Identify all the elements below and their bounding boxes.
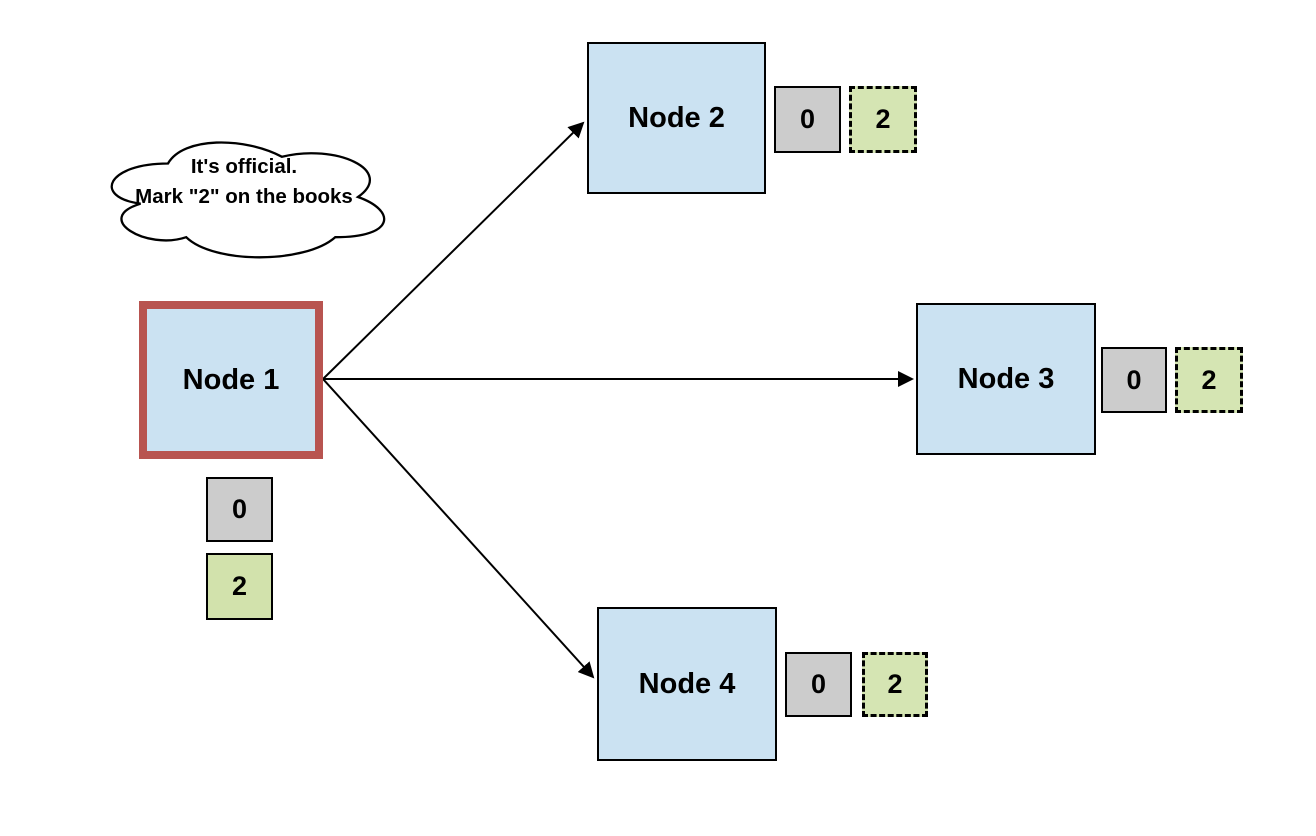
node-4-value-0: 0 <box>785 652 852 717</box>
node-4-label: Node 4 <box>638 667 736 700</box>
node-2-value-2: 2 <box>849 86 917 153</box>
node-3-label: Node 3 <box>957 362 1055 395</box>
node-2-label: Node 2 <box>628 101 725 134</box>
node-1-value-0: 0 <box>206 477 273 542</box>
node-3-box: Node 3 <box>916 303 1096 455</box>
node-2-value-0: 0 <box>774 86 841 153</box>
node-2-box: Node 2 <box>587 42 766 194</box>
node-1-label: Node 1 <box>182 363 280 396</box>
node-4-box: Node 4 <box>597 607 777 761</box>
node-4-value-2: 2 <box>862 652 928 717</box>
cloud-line-2: Mark "2" on the books <box>135 185 353 208</box>
node-3-value-2: 2 <box>1175 347 1243 413</box>
node-1-box: Node 1 <box>139 301 323 459</box>
node-3-value-0: 0 <box>1101 347 1167 413</box>
cloud-line-1: It's official. <box>190 155 298 178</box>
node-1-value-2: 2 <box>206 553 273 620</box>
arrow-node1-to-node4 <box>322 378 595 679</box>
thought-cloud-text: It's official. Mark "2" on the books <box>88 152 400 212</box>
